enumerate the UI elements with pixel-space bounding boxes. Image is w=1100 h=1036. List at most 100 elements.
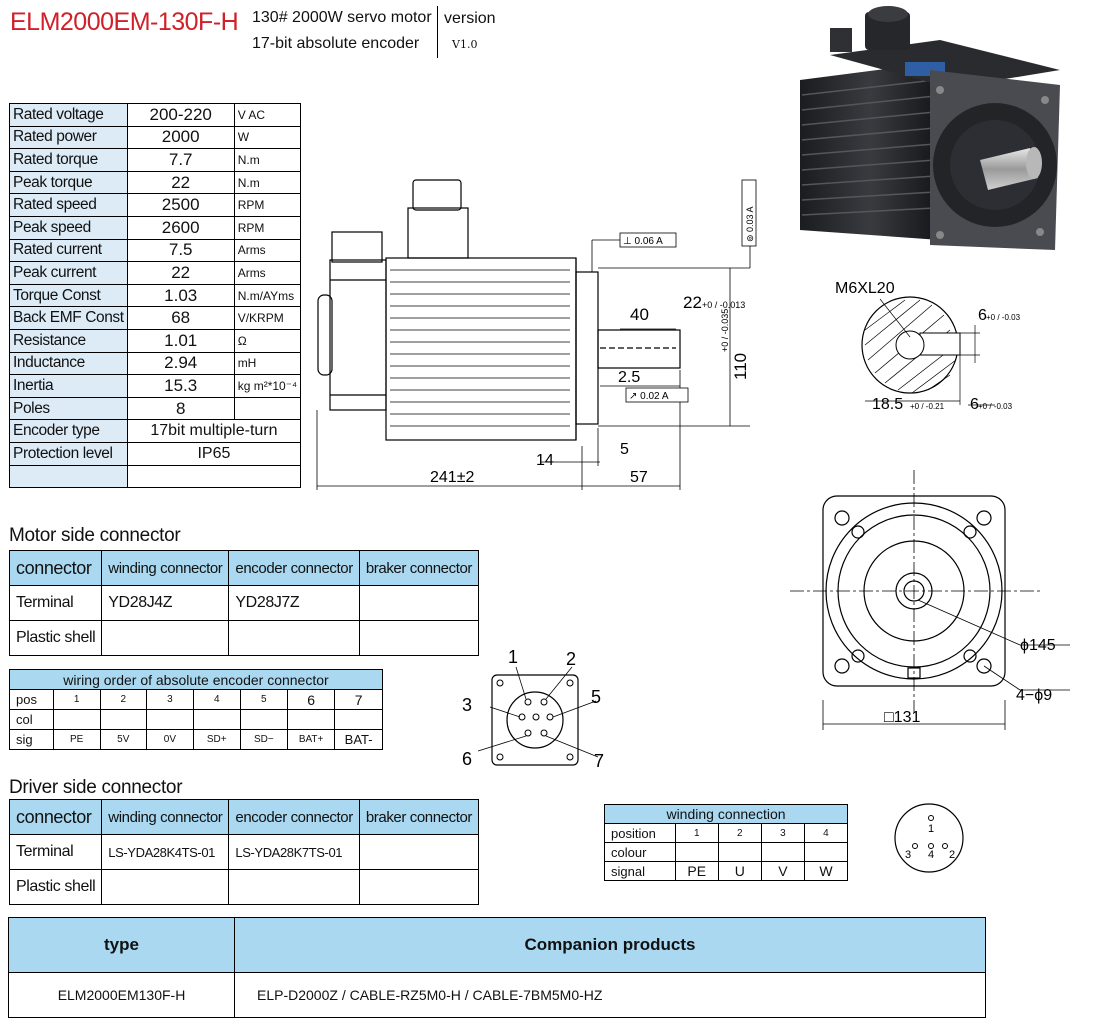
- spec-unit: Arms: [233, 238, 302, 263]
- table-header-row: winding connection: [604, 804, 848, 824]
- spec-label: Torque Const: [9, 283, 128, 308]
- spec-unit: N.m/AYms: [233, 283, 302, 308]
- table-cell: [760, 842, 805, 862]
- dim-total-length: 241±2: [430, 469, 474, 486]
- pin-1: 1: [508, 647, 518, 667]
- spec-label: Rated torque: [9, 148, 128, 172]
- table-cell: SD+: [192, 729, 241, 750]
- key-depth-18-5: 18.5: [872, 396, 903, 413]
- table-cell: [52, 709, 101, 730]
- table-cell: V: [760, 861, 805, 881]
- table-cell: col: [9, 709, 54, 730]
- pin-7: 7: [594, 751, 604, 771]
- table-cell: [286, 709, 336, 730]
- header-cell: connector: [8, 799, 103, 835]
- table-cell: 4: [803, 823, 849, 843]
- table-cell: [99, 709, 148, 730]
- table-cell: [358, 834, 480, 870]
- tol-22: +0 / -0.013: [702, 300, 745, 310]
- spec-label: Rated power: [9, 125, 128, 150]
- table-cell: 7: [334, 689, 383, 710]
- wiring-title: wiring order of absolute encoder connect…: [9, 669, 383, 690]
- spec-label: Inductance: [9, 351, 128, 376]
- pin-6: 6: [462, 749, 472, 769]
- table-header-row: wiring order of absolute encoder connect…: [9, 669, 383, 690]
- table-cell: [717, 842, 762, 862]
- table-cell: SD−: [239, 729, 288, 750]
- spec-unit: RPM: [233, 193, 302, 217]
- companion-header-products: Companion products: [234, 917, 986, 973]
- table-cell: Terminal: [8, 585, 103, 621]
- m6-label: M6XL20: [835, 280, 895, 297]
- spec-label: Peak torque: [9, 170, 128, 195]
- spec-label: Back EMF Const: [9, 306, 128, 330]
- table-cell: [358, 585, 480, 621]
- header-cell: connector: [8, 550, 103, 586]
- table-row: Plastic shell: [8, 869, 480, 905]
- spec-unit: kg m²*10⁻⁴: [233, 374, 302, 398]
- header-cell: braker connector: [358, 550, 480, 586]
- dim-5: 5: [620, 441, 629, 458]
- table-row: col: [9, 709, 383, 730]
- tol-110: +0 / -0.035: [720, 309, 730, 352]
- spec-unit: N.m: [233, 170, 302, 195]
- spec-value: 7.5: [126, 238, 235, 263]
- companion-type-cell: ELM2000EM130F-H: [8, 972, 235, 1018]
- wpin-2: 2: [949, 849, 955, 861]
- table-cell: signal: [604, 861, 676, 881]
- runout-tolerance: ↗ 0.02 A: [629, 391, 669, 402]
- table-cell: LS-YDA28K7TS-01: [228, 834, 360, 870]
- spec-label: Peak current: [9, 261, 128, 285]
- table-cell: Plastic shell: [8, 869, 103, 905]
- table-cell: YD28J7Z: [228, 585, 360, 621]
- spec-value: 1.01: [126, 328, 235, 353]
- wpin-1: 1: [928, 823, 934, 835]
- table-cell: [358, 620, 480, 656]
- driver-side-title: Driver side connector: [9, 777, 183, 798]
- companion-table: type Companion products ELM2000EM130F-H …: [8, 917, 986, 1018]
- front-flange-drawing: ϕ145 4−ϕ9 □131: [790, 470, 1070, 730]
- table-cell: [101, 620, 230, 656]
- table-cell: sig: [9, 729, 54, 750]
- dim-shaft-length: 57: [630, 469, 648, 486]
- table-row: colour: [604, 842, 849, 862]
- table-cell: colour: [604, 842, 676, 862]
- side-view-drawing: ⊥ 0.06 A ↗ 0.02 A ⊚ 0.03 A 241±2 57 14 5…: [316, 179, 757, 490]
- flange-diameter: ϕ145: [1020, 637, 1056, 654]
- table-cell: PE: [52, 729, 101, 750]
- table-cell: 1: [674, 823, 719, 843]
- table-cell: 5: [239, 689, 288, 710]
- spec-unit: Ω: [233, 328, 302, 353]
- table-cell: position: [604, 823, 676, 843]
- spec-value: 15.3: [126, 374, 235, 398]
- table-cell: 1: [52, 689, 101, 710]
- spec-unit: N.m: [233, 148, 302, 172]
- pin-5: 5: [591, 687, 601, 707]
- table-cell: 6: [286, 689, 336, 710]
- table-cell: Terminal: [8, 834, 103, 870]
- spec-unit: V AC: [233, 103, 302, 127]
- spec-value: IP65: [126, 441, 302, 466]
- spec-value: 22: [126, 170, 235, 195]
- spec-label: Inertia: [9, 374, 128, 398]
- table-cell: [803, 842, 849, 862]
- table-cell: Plastic shell: [8, 620, 103, 656]
- dim-40: 40: [630, 305, 649, 324]
- pin-2: 2: [566, 649, 576, 669]
- motor-photo: [800, 6, 1060, 250]
- spec-label: Poles: [9, 396, 128, 421]
- table-cell: [228, 869, 360, 905]
- wpin-4: 4: [928, 849, 934, 861]
